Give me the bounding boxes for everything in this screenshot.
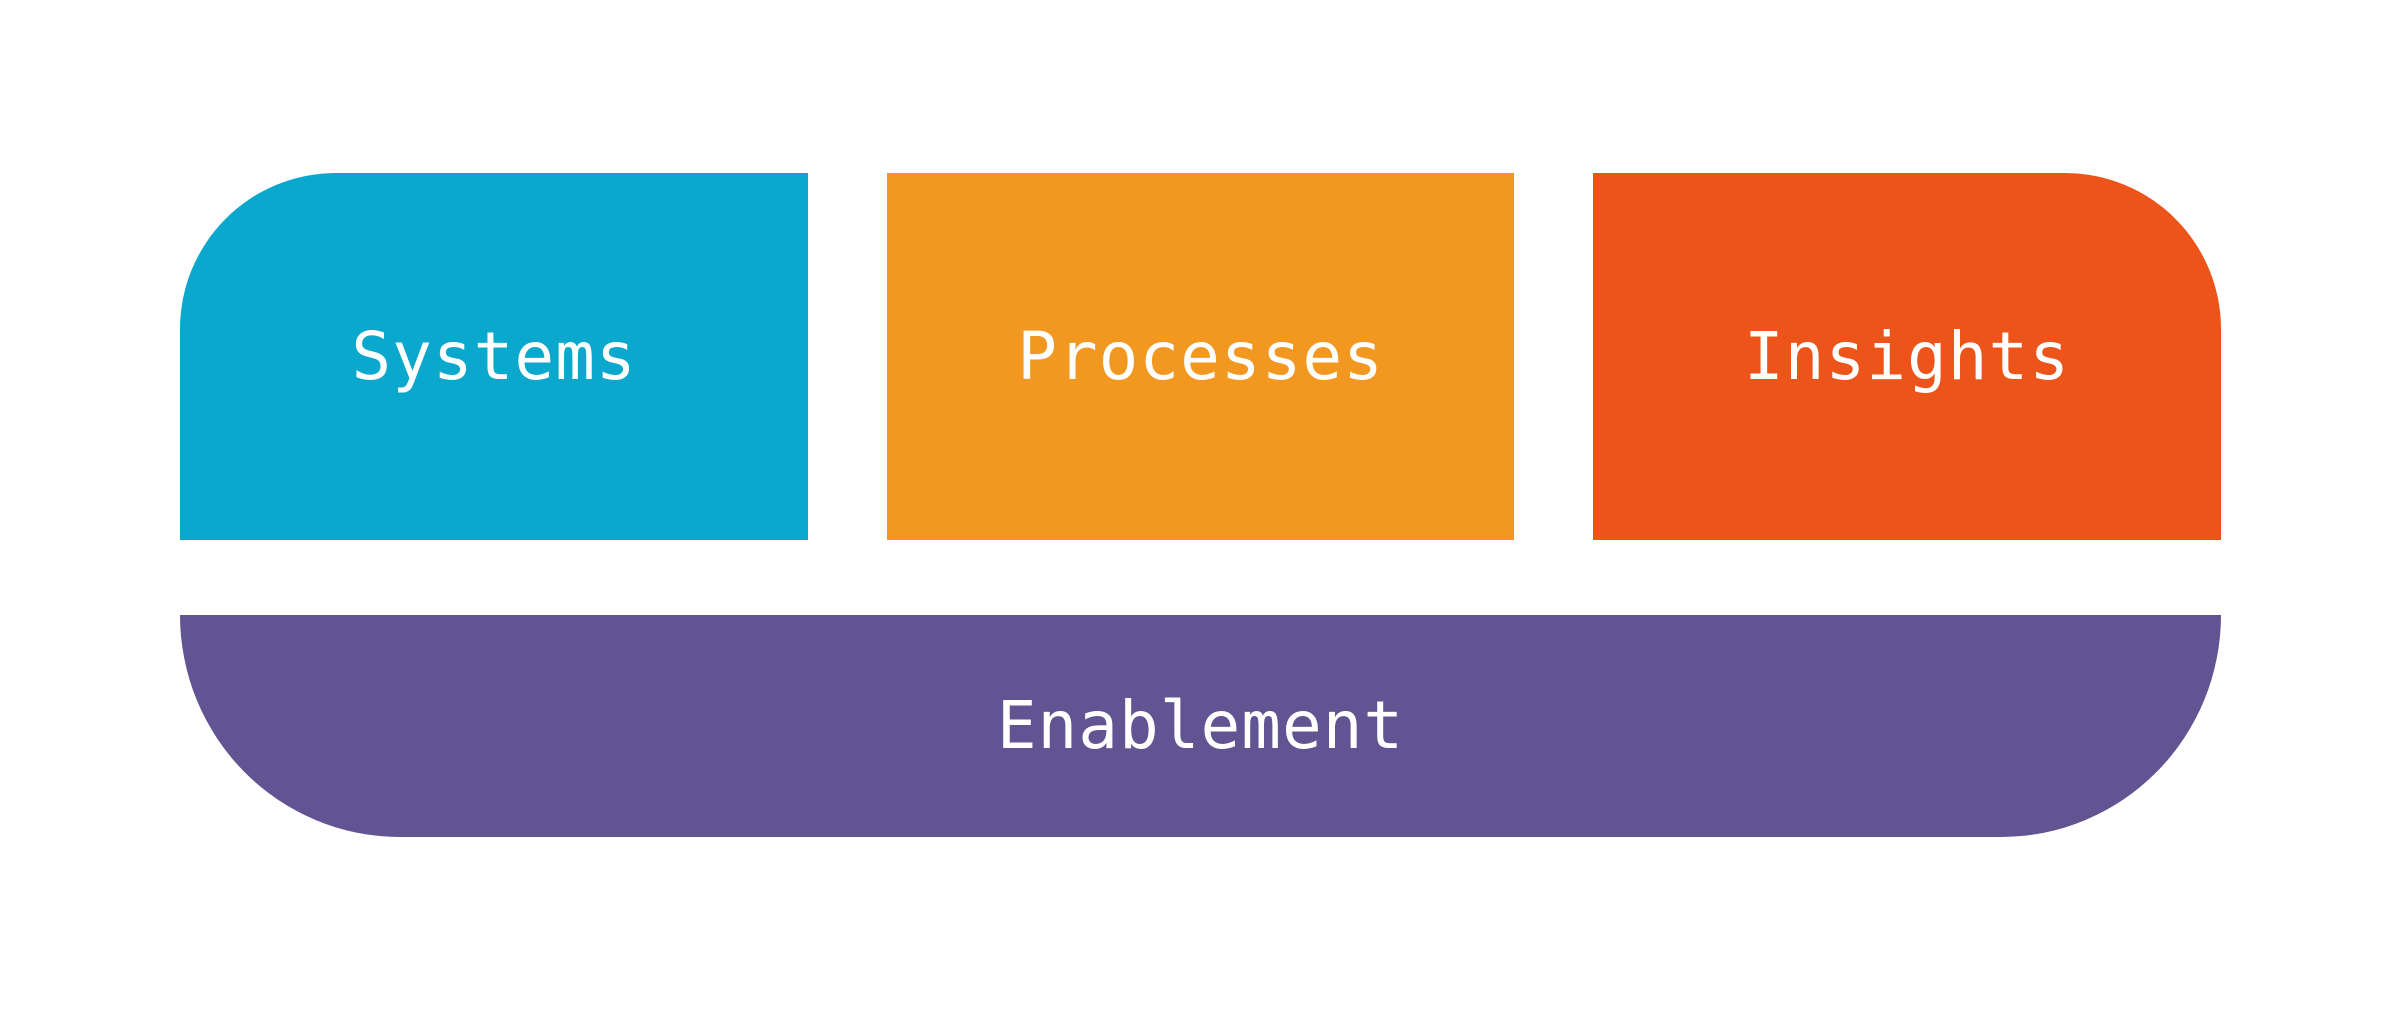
processes-label: Processes xyxy=(1017,317,1384,395)
systems-label: Systems xyxy=(351,317,637,395)
insights-label: Insights xyxy=(1744,317,2070,395)
enablement-label: Enablement xyxy=(996,687,1405,764)
insights-block: Insights xyxy=(1593,173,2221,540)
processes-block: Processes xyxy=(887,173,1514,540)
systems-block: Systems xyxy=(180,173,808,540)
enablement-block: Enablement xyxy=(180,615,2221,837)
